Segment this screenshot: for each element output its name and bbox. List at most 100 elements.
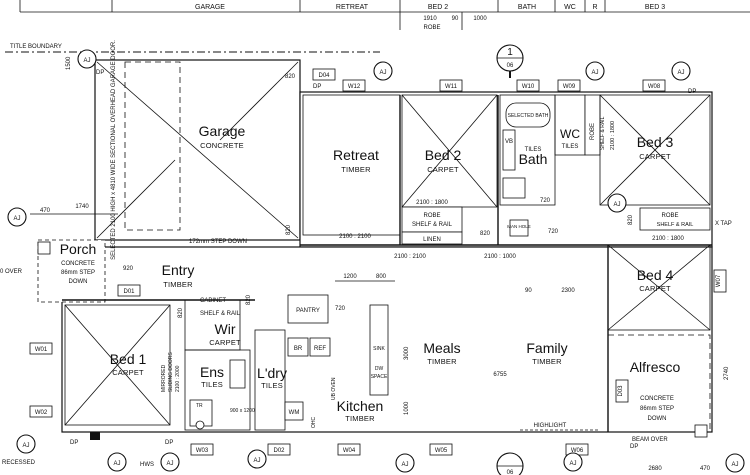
svg-text:W06: W06 bbox=[571, 448, 584, 454]
bed3-size: 2100 : 1800 bbox=[610, 121, 616, 150]
bath-room: SELECTED BATH VB TILES Bath 720 MAN HOLE bbox=[499, 94, 556, 237]
axis-bubble: AJ bbox=[725, 453, 745, 473]
family-name: Family bbox=[526, 340, 567, 356]
porch-note3: DOWN bbox=[69, 279, 88, 285]
bed4-finish: CARPET bbox=[639, 284, 671, 293]
alfresco-note1: CONCRETE bbox=[640, 396, 674, 402]
bed2-size: 2100 : 1800 bbox=[416, 200, 448, 206]
living-highlight: HIGHLIGHT bbox=[534, 423, 567, 429]
bed1-mirror3: 2100 : 2000 bbox=[175, 365, 181, 392]
manhole-label: MAN HOLE bbox=[507, 224, 531, 229]
wir-cabinet: CABINET bbox=[200, 298, 226, 304]
window-w08: W08 bbox=[642, 79, 666, 92]
bed2-finish: CARPET bbox=[427, 165, 459, 174]
axis-bubbles: AJ AJ AJ AJ AJ AJ AJ AJ AJ AJ AJ AJ AJ bbox=[7, 49, 745, 473]
manhole-box bbox=[509, 219, 529, 237]
wc-tiles: TILES bbox=[562, 144, 579, 150]
window-w04: W04 bbox=[337, 443, 361, 456]
svg-text:W03: W03 bbox=[196, 448, 209, 454]
hws-label: HWS bbox=[140, 462, 154, 468]
interior-walls bbox=[62, 95, 712, 432]
wc-robe: ROBE bbox=[590, 123, 596, 140]
top-label-bed3: BED 3 bbox=[645, 4, 665, 11]
section-marker: 1 06 bbox=[496, 44, 524, 78]
axis-bubble: AJ bbox=[16, 434, 36, 454]
axis-bubble: AJ bbox=[395, 453, 415, 473]
top-dim-1910: 1910 bbox=[423, 16, 437, 22]
svg-text:AJ: AJ bbox=[83, 58, 90, 64]
alfresco-beam: BEAM OVER bbox=[632, 437, 668, 443]
top-dim-1000: 1000 bbox=[473, 16, 487, 22]
svg-text:AJ: AJ bbox=[113, 461, 120, 467]
section-sheet-bottom: 06 bbox=[507, 470, 514, 475]
wc-name: WC bbox=[560, 127, 580, 141]
laundry-room: L'dry TILES WM bbox=[254, 329, 304, 431]
living-area: Meals TIMBER Family TIMBER 6755 HIGHLIGH… bbox=[423, 340, 600, 431]
hall-dim-90: 90 bbox=[525, 288, 532, 294]
window-w02: W02 bbox=[29, 405, 53, 418]
svg-text:W08: W08 bbox=[648, 84, 661, 90]
bed1-name: Bed 1 bbox=[110, 351, 147, 367]
section-marker-bottom: 06 bbox=[496, 452, 524, 475]
alfresco-note2: 86mm STEP bbox=[640, 406, 674, 412]
bed2-name: Bed 2 bbox=[425, 147, 462, 163]
family-finish: TIMBER bbox=[532, 357, 562, 366]
svg-text:AJ: AJ bbox=[253, 458, 260, 464]
door-d03: D03 bbox=[615, 379, 629, 403]
svg-text:W09: W09 bbox=[563, 84, 576, 90]
door-tags: D01 D02 D03 D04 bbox=[117, 68, 629, 456]
dim-1740: 1740 bbox=[75, 204, 89, 210]
top-robe: ROBE bbox=[423, 25, 440, 31]
alfresco: Alfresco CONCRETE 86mm STEP DOWN 2740 BE… bbox=[607, 334, 730, 472]
garage-finish: CONCRETE bbox=[200, 141, 244, 150]
wir-name: Wir bbox=[215, 321, 236, 337]
bed4-name: Bed 4 bbox=[637, 267, 674, 283]
kitchen-finish: TIMBER bbox=[345, 414, 375, 423]
living-d6755: 6755 bbox=[493, 372, 507, 378]
section-number: 1 bbox=[507, 47, 513, 58]
garage-dim-820: 820 bbox=[285, 74, 296, 80]
kitchen-d1000: 1000 bbox=[404, 401, 410, 415]
axis-bubble: AJ bbox=[607, 193, 627, 213]
dim-470: 470 bbox=[40, 208, 51, 214]
top-label-wc: WC bbox=[564, 4, 576, 11]
bath-name: Bath bbox=[519, 151, 548, 167]
porch-note2: 86mm STEP bbox=[61, 270, 95, 276]
window-w03: W03 bbox=[190, 443, 214, 456]
axis-bubble: AJ bbox=[77, 49, 97, 69]
svg-text:W10: W10 bbox=[522, 84, 535, 90]
bed4-size: 2100 : 1800 bbox=[652, 236, 684, 242]
ens-tr: TR bbox=[196, 403, 203, 409]
top-label-bath: BATH bbox=[518, 4, 536, 11]
axis-bubble: AJ bbox=[563, 452, 583, 472]
svg-text:W05: W05 bbox=[435, 448, 448, 454]
door-d01: D01 bbox=[117, 284, 141, 297]
kitchen-br: BR bbox=[294, 346, 303, 352]
axis-bubble: AJ bbox=[7, 207, 27, 227]
ldry-wm: WM bbox=[289, 410, 300, 416]
svg-text:AJ: AJ bbox=[166, 461, 173, 467]
svg-text:W07: W07 bbox=[716, 274, 722, 287]
porch: Porch CONCRETE 86mm STEP DOWN 0 OVER 470… bbox=[0, 204, 118, 285]
bed1-mirror2: SLIDING DOORS bbox=[168, 352, 174, 392]
top-strip: GARAGE RETREAT BED 2 BATH WC R BED 3 191… bbox=[19, 0, 750, 31]
ens-name: Ens bbox=[200, 364, 224, 380]
svg-text:W01: W01 bbox=[35, 347, 48, 353]
svg-text:DP: DP bbox=[688, 89, 696, 95]
axis-bubble: AJ bbox=[671, 61, 691, 81]
window-w07: W07 bbox=[713, 269, 727, 293]
meals-name: Meals bbox=[423, 340, 460, 356]
garage-name: Garage bbox=[199, 123, 246, 139]
bed1-mirror1: MIRRORED bbox=[161, 364, 167, 392]
retreat-name: Retreat bbox=[333, 147, 379, 163]
svg-text:DP: DP bbox=[165, 440, 173, 446]
kitchen-room: PANTRY 720 BR REF SINK DW SPACE UB OVEN … bbox=[287, 274, 410, 428]
kitchen-uboven: UB OVEN bbox=[331, 377, 337, 400]
svg-text:AJ: AJ bbox=[401, 462, 408, 468]
retreat-finish: TIMBER bbox=[341, 165, 371, 174]
alfresco-note3: DOWN bbox=[648, 416, 667, 422]
window-w12: W12 bbox=[342, 79, 366, 92]
svg-text:D02: D02 bbox=[273, 448, 285, 454]
bed4-dim-820: 820 bbox=[628, 214, 634, 225]
